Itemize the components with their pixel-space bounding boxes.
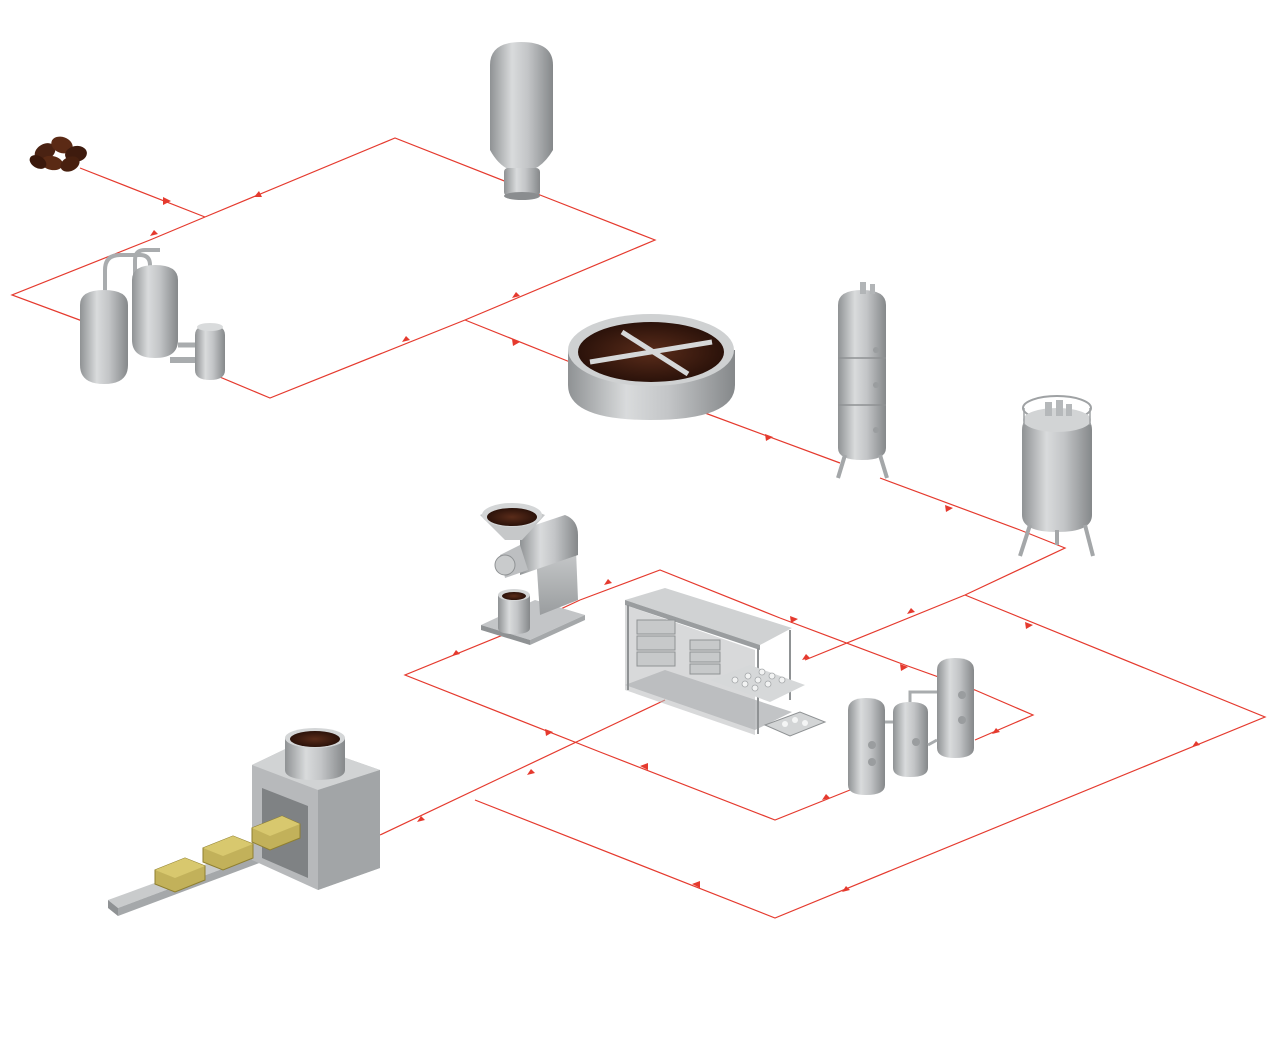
flow-arrow	[692, 881, 700, 888]
flow-line	[10, 216, 206, 323]
extraction-vessels-icon	[80, 248, 225, 384]
flow-line	[379, 699, 666, 836]
flow-line	[474, 594, 1267, 919]
flow-arrow	[402, 336, 410, 342]
silo-icon	[490, 42, 553, 200]
flow-arrow	[802, 654, 810, 660]
flow-arrow	[945, 505, 953, 512]
flow-line	[879, 477, 1067, 596]
flow-arrow	[512, 292, 520, 298]
flow-line	[79, 167, 206, 218]
conveyor-icon	[108, 728, 380, 916]
settling-tank-icon	[568, 314, 735, 420]
storage-tank-icon	[1018, 395, 1095, 557]
flow-arrow	[417, 816, 425, 822]
flow-arrow	[163, 197, 171, 205]
flow-line	[779, 617, 1035, 741]
flow-arrow	[900, 664, 908, 671]
flow-arrow	[640, 763, 648, 770]
flow-lines	[10, 137, 1267, 919]
column-tower-icon	[836, 282, 889, 479]
flow-line	[579, 569, 781, 619]
flow-line	[704, 412, 841, 464]
flow-arrow	[992, 728, 1000, 734]
grinder-icon	[480, 503, 585, 645]
flow-arrow	[452, 650, 460, 656]
flow-arrow	[527, 769, 535, 775]
flow-line	[204, 137, 657, 399]
flow-arrow	[822, 794, 830, 800]
tank-set-icon	[848, 658, 974, 795]
flow-line	[464, 319, 571, 363]
flow-arrow	[254, 191, 262, 197]
flow-arrow	[1025, 622, 1033, 629]
press-rack-icon	[625, 588, 827, 737]
flow-arrow	[790, 616, 798, 623]
flow-arrow	[765, 434, 773, 441]
flow-line	[804, 594, 966, 661]
flow-arrow	[1192, 741, 1200, 747]
flow-arrow	[150, 230, 158, 236]
flow-arrows	[150, 191, 1200, 892]
coffee-beans-icon	[29, 136, 87, 172]
flow-arrow	[907, 608, 915, 614]
flow-arrow	[512, 339, 520, 346]
flow-arrow	[604, 579, 612, 585]
flow-arrow	[842, 886, 850, 892]
flow-arrow	[545, 729, 553, 736]
